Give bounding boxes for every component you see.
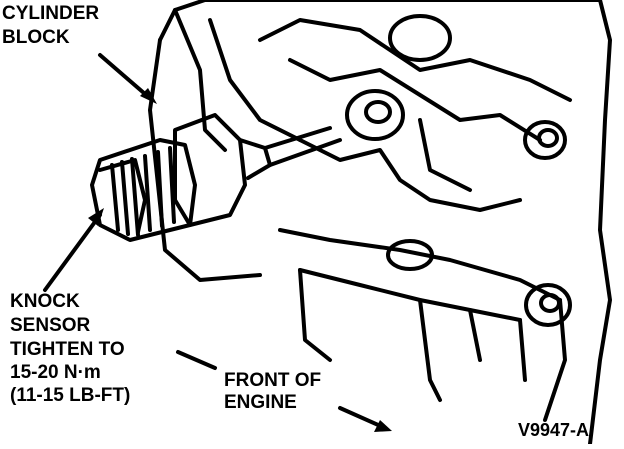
front-arrow-lower [338,406,387,430]
front-of-engine-label-line-1: FRONT OF [224,370,322,391]
block-bottom [518,298,567,422]
cylinder-block-label-line-1: CYLINDER [2,3,100,24]
knock-sensor-label-line-2: SENSOR [10,315,91,336]
cylinder-block-outline [158,0,612,446]
top-round-boss [388,14,452,62]
block-lower-face [278,228,562,302]
front-arrow-upper [176,350,217,370]
cylinder-block-leader [98,53,154,102]
front-of-engine-label-line-2: ENGINE [224,392,297,413]
knock-sensor-arrowhead [88,208,104,226]
upper-bolt-hole [364,100,392,124]
upper-bolt-boss [345,89,405,141]
right-bolt-boss-lower [524,283,572,327]
block-web-3 [418,118,472,192]
knock-sensor-label-line-1: KNOCK [10,291,80,312]
torque-spec-label-line-1: TIGHTEN TO [10,339,125,360]
right-bolt-hole-lower [539,293,561,313]
sensor-thread-tip [263,126,342,167]
block-inner-contour [173,8,227,152]
cylinder-block-label-line-2: BLOCK [2,27,70,48]
block-web-1 [208,18,302,142]
block-lower-face-2 [298,268,522,322]
block-left-edge [148,38,262,282]
sensor-connector-shell [90,138,197,242]
torque-spec-label-line-3: (11-15 LB-FT) [10,385,131,406]
right-bolt-boss-upper [523,120,567,160]
cylinder-block-arrowhead [140,88,157,104]
block-skirt [298,268,482,402]
connector-ribs [110,146,176,237]
right-bolt-hole-upper [537,128,559,148]
front-arrowhead [374,420,392,432]
sensor-threaded-stud [238,138,272,180]
figure-code: V9947-A [518,420,590,440]
block-web-2 [298,138,522,212]
knock-sensor-leader [43,213,102,292]
lower-bolt-boss [386,239,434,271]
torque-spec-label-line-2: 15-20 N·m [10,362,101,383]
block-ridge-2 [288,58,542,142]
block-ridge-1 [258,18,572,102]
sensor-connector-face [98,158,147,234]
sensor-hex-body [173,113,247,227]
